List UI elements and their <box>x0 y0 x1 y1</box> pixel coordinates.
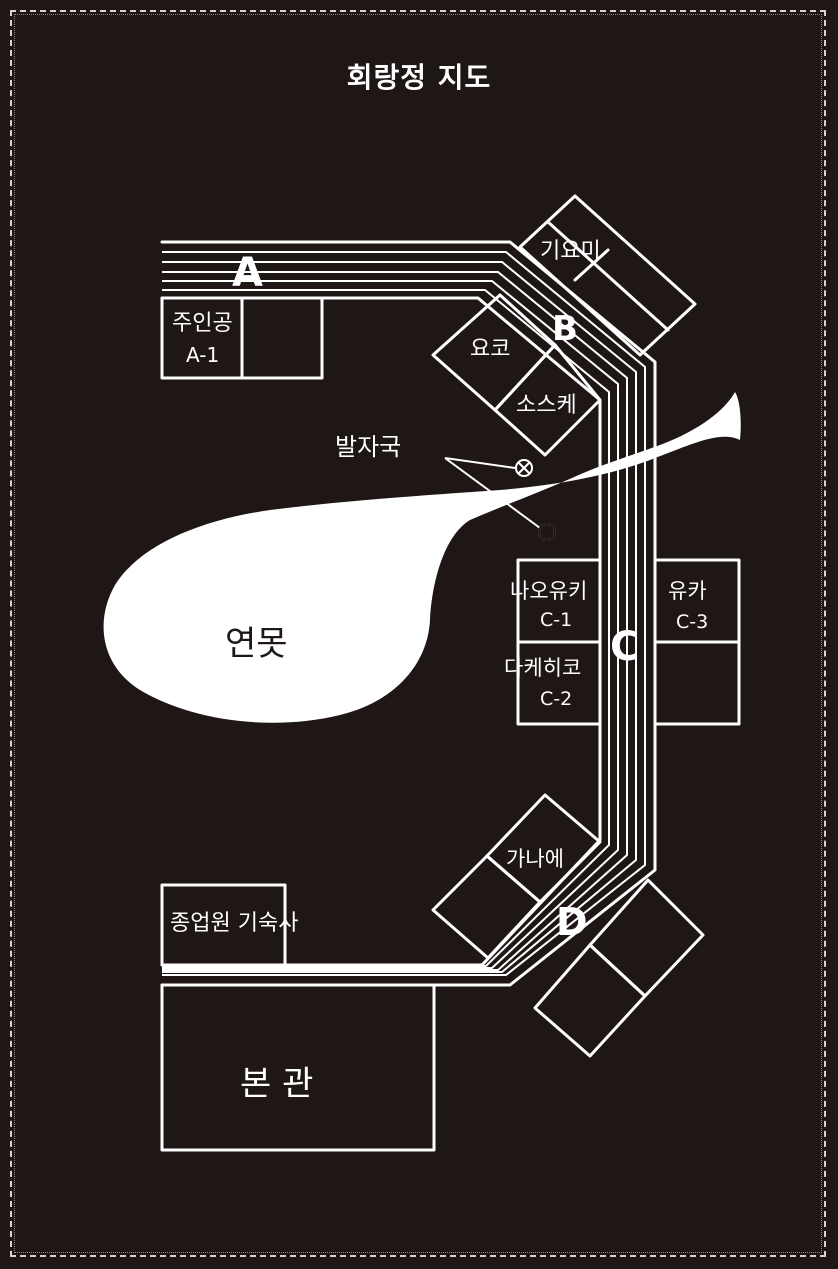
room-a1-code: A-1 <box>186 343 219 367</box>
marker-c: C <box>610 624 639 670</box>
pond <box>103 392 741 723</box>
room-a1-name: 주인공 <box>172 311 233 336</box>
footprints-markers <box>444 457 556 541</box>
footprints-label: 발자국 <box>335 433 401 461</box>
room-block-d <box>431 793 705 1058</box>
marker-d: D <box>556 900 588 944</box>
decorative-border-inner <box>14 14 822 1253</box>
svg-text:B: B <box>552 309 578 349</box>
pond-label: 연못 <box>225 624 288 664</box>
room-takehiko-code: C-2 <box>540 688 572 710</box>
map-title: 회랑정 지도 <box>346 61 492 94</box>
decorative-border <box>10 10 826 1257</box>
svg-text:A: A <box>232 250 263 296</box>
corridor-stripes <box>162 251 646 976</box>
room-staff-dormitory <box>160 883 287 967</box>
room-block-b <box>431 194 697 457</box>
room-naoyuki-name: 나오유키 <box>510 579 587 603</box>
room-takehiko-name: 다케히코 <box>504 656 581 680</box>
room-yoko: 요코 <box>470 337 510 362</box>
marker-b: B <box>552 309 578 349</box>
room-block-c <box>516 558 741 726</box>
room-main-building <box>160 983 436 1152</box>
room-yuka-name: 유카 <box>668 579 707 603</box>
room-naoyuki-code: C-1 <box>540 609 572 631</box>
svg-text:C: C <box>610 624 639 670</box>
room-sosuke: 소스케 <box>516 393 577 418</box>
room-giyomi: 기요미 <box>540 239 601 264</box>
marker-a: A <box>232 250 263 296</box>
svg-text:D: D <box>556 900 588 944</box>
room-main-building-label: 본 관 <box>240 1064 313 1104</box>
room-yuka-code: C-3 <box>676 611 708 633</box>
room-a1 <box>160 296 324 380</box>
room-kanae: 가나에 <box>506 847 564 871</box>
room-staff-dormitory-label: 종업원 기숙사 <box>170 911 298 936</box>
